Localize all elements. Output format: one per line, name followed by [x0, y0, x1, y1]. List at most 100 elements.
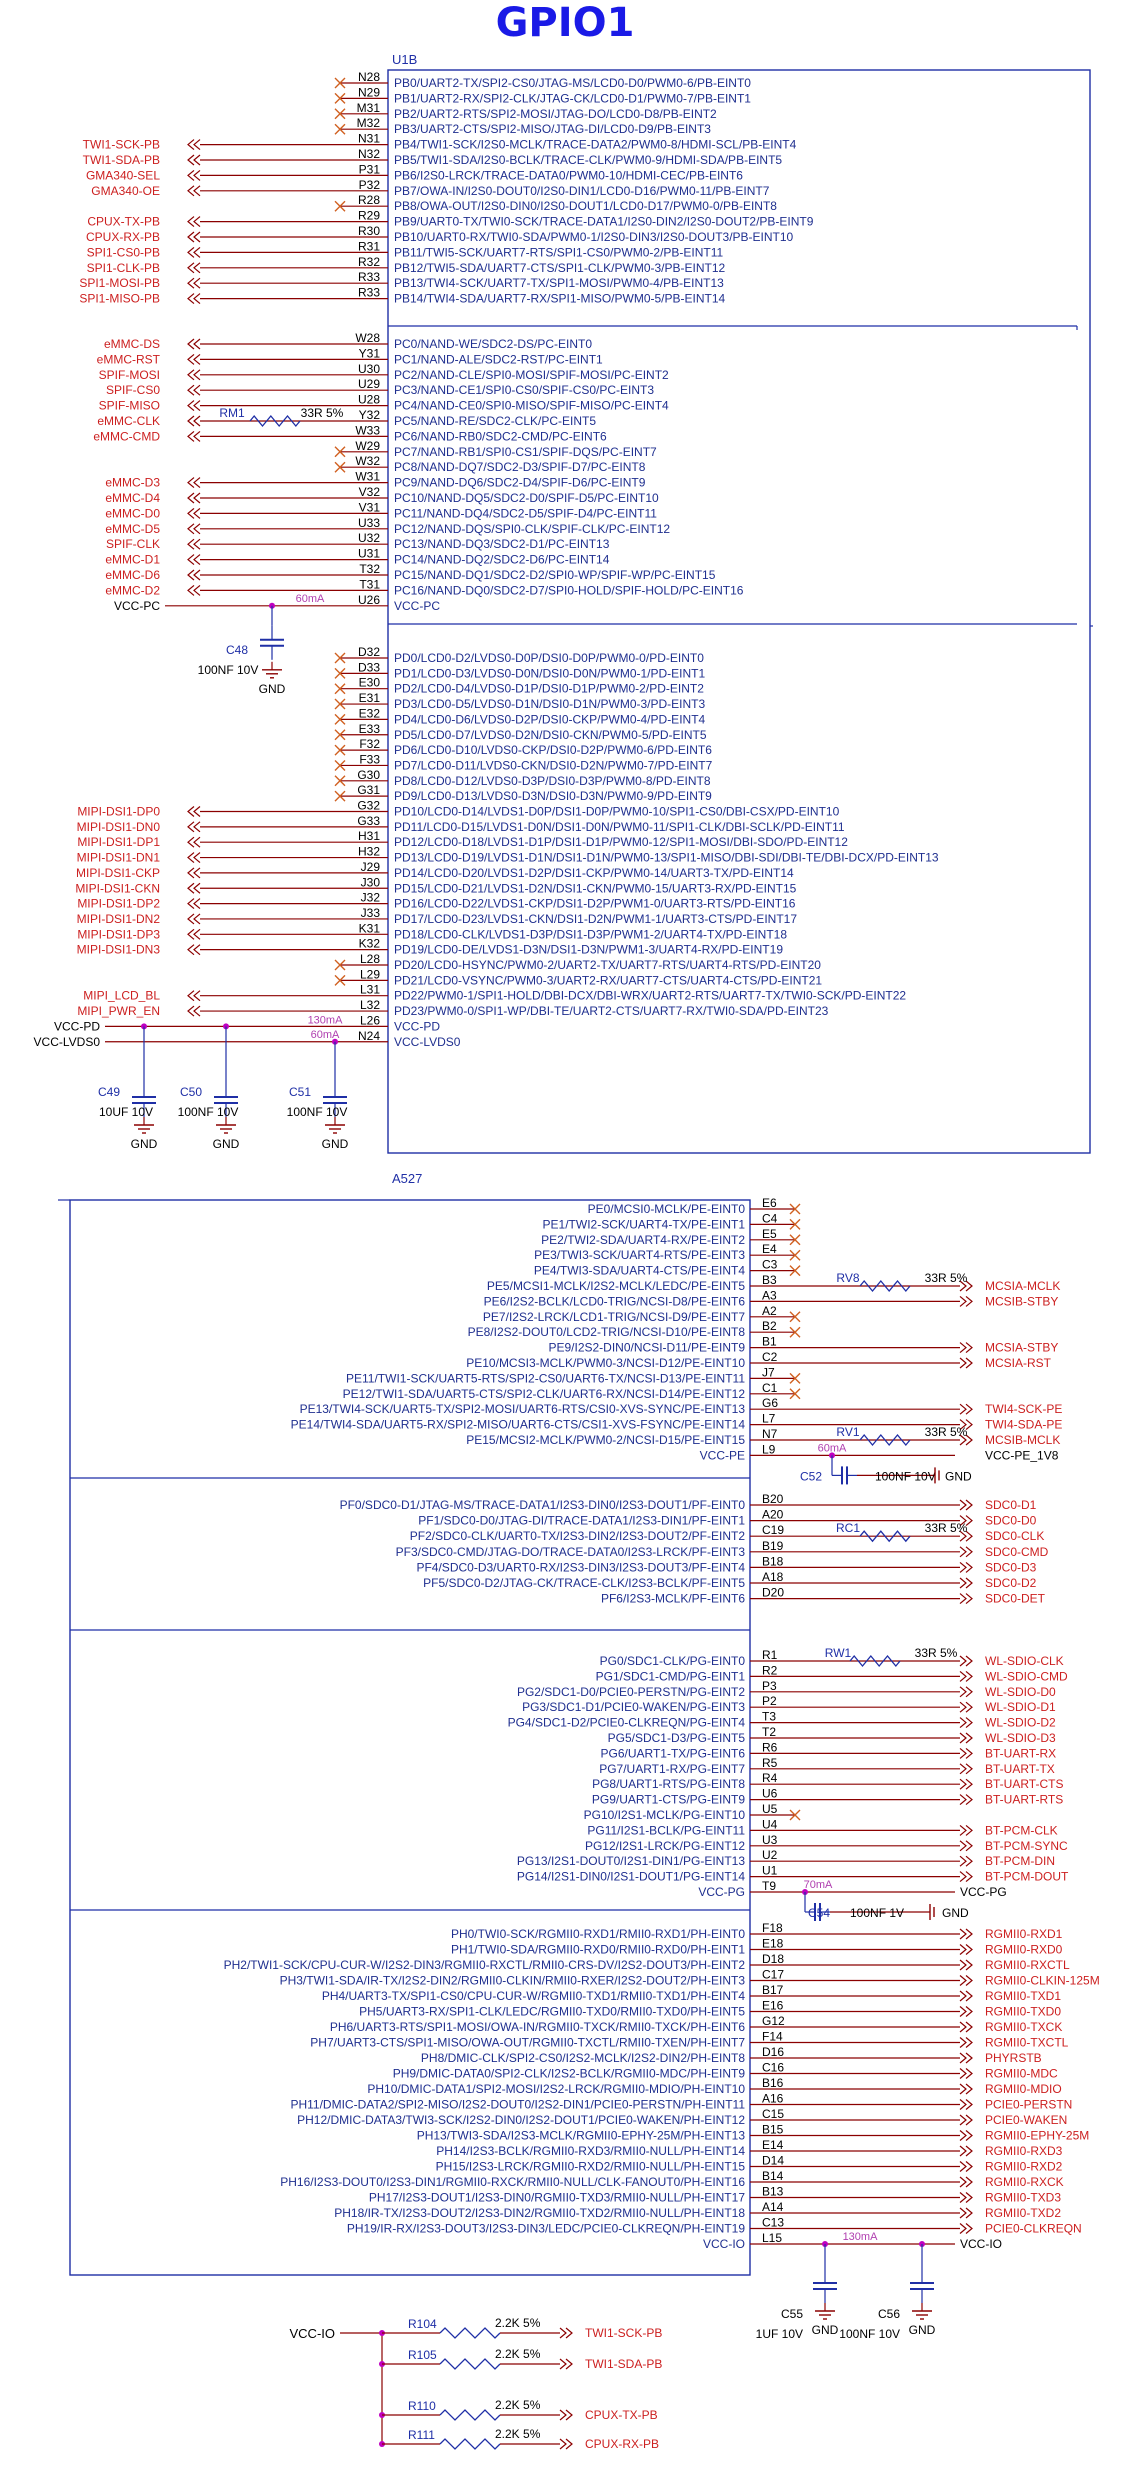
resistor-ref: R111 — [408, 2428, 435, 2442]
pin-number: V32 — [359, 485, 381, 499]
pin-function-label: PH5/UART3-RX/SPI1-CLK/LEDC/RGMII0-TXD0/R… — [359, 2005, 745, 2019]
off-page-connector — [959, 2145, 973, 2157]
off-page-connector — [959, 1577, 973, 1589]
cap-value: 100NF 10V — [287, 1105, 348, 1119]
pin-number: B1 — [762, 1335, 777, 1349]
pin-function-label: PB2/UART2-RTS/SPI2-MOSI/JTAG-DO/LCD0-D8/… — [394, 107, 717, 121]
net-label: WL-SDIO-D0 — [985, 1685, 1056, 1699]
pin-number: Y31 — [359, 346, 381, 360]
off-page-connector — [187, 492, 201, 504]
off-page-connector — [959, 2083, 973, 2095]
pin-function-label: PB4/TWI1-SCK/I2S0-MCLK/TRACE-DATA2/PWM0-… — [394, 138, 797, 152]
net-label: BT-UART-RX — [985, 1746, 1056, 1760]
pin-function-label: PG7/UART1-RX/PG-EINT7 — [599, 1762, 745, 1776]
no-connect-marker — [334, 92, 346, 104]
no-connect-x — [334, 446, 346, 458]
pin-function-label: PG2/SDC1-D0/PCIE0-PERSTN/PG-EINT2 — [517, 1685, 745, 1699]
off-page-connector — [959, 1871, 973, 1883]
pin-number: N31 — [358, 132, 380, 146]
pin-number: R29 — [358, 209, 380, 223]
no-connect-x — [334, 698, 346, 710]
pin-number: R32 — [358, 255, 380, 269]
current-annotation: 60mA — [818, 1442, 847, 1454]
pin-function-label: PC9/NAND-DQ6/SDC2-D4/SPIF-D6/PC-EINT9 — [394, 476, 646, 490]
pin-number: U3 — [762, 1833, 778, 1847]
no-connect-x — [334, 713, 346, 725]
resistor-ref: R105 — [408, 2348, 437, 2362]
net-label: RGMII0-RXD2 — [985, 2160, 1063, 2174]
pin-number: M31 — [357, 101, 381, 115]
net-label: BT-UART-RTS — [985, 1793, 1063, 1807]
cap-value: 100NF 10V — [198, 663, 259, 677]
no-connect-marker — [334, 959, 346, 971]
cap-value: 100NF 10V — [178, 1105, 239, 1119]
pin-number: N29 — [358, 85, 380, 99]
pin-function-label: PG10/I2S1-MCLK/PG-EINT10 — [584, 1808, 746, 1822]
pin-number: L28 — [360, 952, 380, 966]
net-label: SDC0-CLK — [985, 1529, 1044, 1543]
no-connect-marker — [789, 1372, 801, 1384]
pin-number: L15 — [762, 2231, 782, 2245]
net-label: SPIF-CS0 — [106, 383, 160, 397]
pin-number: B14 — [762, 2169, 784, 2183]
pin-function-label: PE8/I2S2-DOUT0/LCD2-TRIG/NCSI-D10/PE-EIN… — [468, 1325, 746, 1339]
off-page-connector — [959, 1717, 973, 1729]
pin-function-label: PD3/LCD0-D5/LVDS0-D1N/DSI0-D1N/PWM0-3/PD… — [394, 697, 706, 711]
pin-number: J30 — [361, 875, 381, 889]
pin-number: L31 — [360, 983, 380, 997]
net-label: RGMII0-TXD2 — [985, 2206, 1061, 2220]
resistor-ref: RC1 — [836, 1521, 860, 1535]
resistor-value: 2.2K 5% — [495, 2398, 541, 2412]
off-page-connector — [959, 1342, 973, 1354]
part-ref-u1b: U1B — [392, 52, 417, 67]
net-label: SDC0-D3 — [985, 1560, 1037, 1574]
pin-function-label: PH19/IR-RX/I2S3-DOUT3/I2S3-DIN3/LEDC/PCI… — [347, 2222, 745, 2236]
off-page-connector — [959, 1419, 973, 1431]
pin-function-label: PD11/LCD0-D15/LVDS1-D0N/DSI1-D0N/PWM0-11… — [394, 820, 845, 834]
pin-number: C19 — [762, 1523, 784, 1537]
chip-body-u1b — [387, 69, 1091, 1154]
net-label: eMMC-CLK — [97, 414, 160, 428]
off-page-connector — [187, 169, 201, 181]
net-label: SDC0-D2 — [985, 1576, 1037, 1590]
pin-function-label: PB12/TWI5-SDA/UART7-CTS/SPI1-CLK/PWM0-3/… — [394, 261, 726, 275]
pin-function-label: VCC-PD — [394, 1019, 440, 1033]
net-label: eMMC-RST — [97, 352, 161, 366]
off-page-connector — [187, 216, 201, 228]
off-page-connector — [187, 507, 201, 519]
pin-number: N24 — [358, 1029, 380, 1043]
off-page-connector — [187, 584, 201, 596]
net-label: RGMII0-TXCK — [985, 2020, 1062, 2034]
pin-number: W31 — [355, 470, 380, 484]
pin-number: U1 — [762, 1864, 778, 1878]
off-page-connector — [959, 2130, 973, 2141]
net-label: eMMC-D4 — [105, 491, 160, 505]
off-page-connector — [187, 538, 201, 550]
net-label: TWI4-SDA-PE — [985, 1418, 1062, 1432]
pin-function-label: PH4/UART3-TX/SPI1-CS0/CPU-CUR-W/RGMII0-T… — [322, 1989, 745, 2003]
net-label: BT-PCM-DIN — [985, 1854, 1055, 1868]
pin-number: T9 — [762, 1879, 776, 1893]
off-page-connector — [187, 1005, 201, 1017]
cap-value: 10UF 10V — [99, 1105, 153, 1119]
no-connect-marker — [789, 1265, 801, 1277]
off-page-connector — [187, 400, 201, 412]
off-page-connector — [959, 2052, 973, 2064]
net-label: MCSIA-MCLK — [985, 1279, 1060, 1293]
no-connect-marker — [334, 974, 346, 986]
resistor-value: 2.2K 5% — [495, 2427, 541, 2441]
net-label: RGMII0-TXD1 — [985, 1989, 1061, 2003]
net-label: TWI1-SCK-PB — [585, 2326, 662, 2340]
pin-number: U31 — [358, 547, 380, 561]
off-page-connector — [959, 1280, 973, 1292]
pin-function-label: PD0/LCD0-D2/LVDS0-D0P/DSI0-D0P/PWM0-0/PD… — [394, 651, 704, 665]
pin-function-label: PG5/SDC1-D3/PG-EINT5 — [608, 1731, 746, 1745]
pin-number: L7 — [762, 1412, 776, 1426]
net-label: WL-SDIO-CMD — [985, 1669, 1068, 1683]
pin-number: C16 — [762, 2061, 784, 2075]
net-label: RGMII0-MDIO — [985, 2082, 1062, 2096]
no-connect-x — [334, 974, 346, 986]
pin-number: P32 — [359, 178, 381, 192]
pin-function-label: PC14/NAND-DQ2/SDC2-D6/PC-EINT14 — [394, 553, 610, 567]
net-label: WL-SDIO-D2 — [985, 1716, 1056, 1730]
